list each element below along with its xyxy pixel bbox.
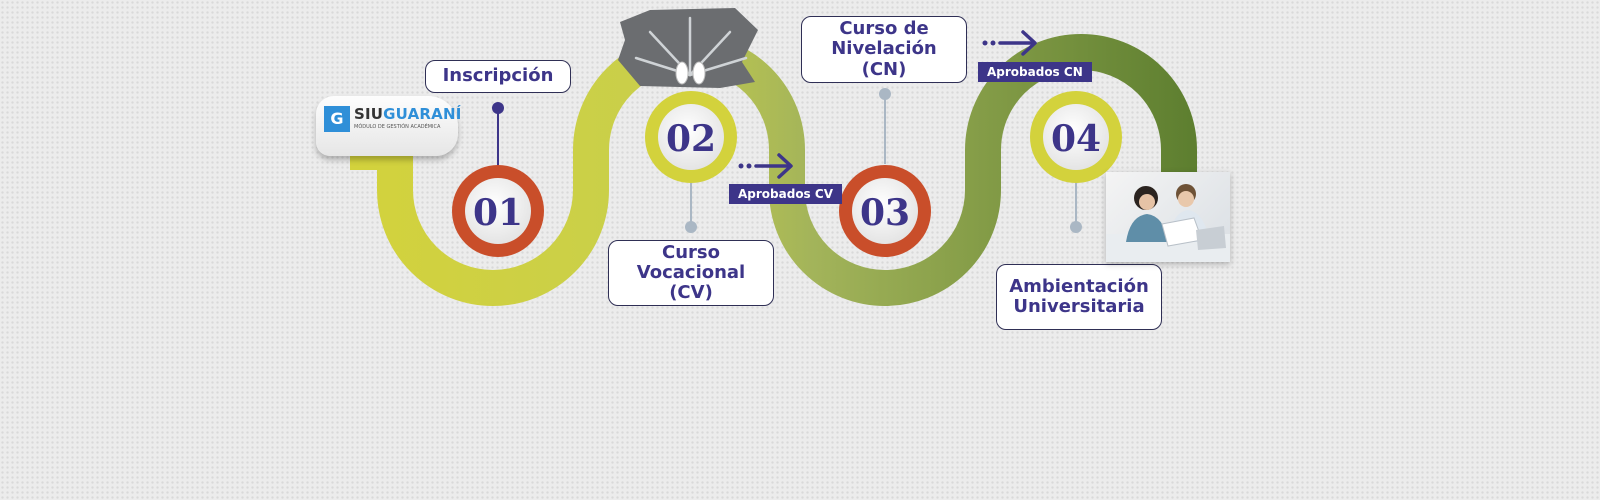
- step-circle-3: [839, 165, 931, 257]
- step-number-1: 01: [473, 192, 523, 234]
- arrow-icon-cv: [738, 153, 793, 179]
- tag-aprobados-cn: Aprobados CN: [978, 62, 1092, 82]
- students-photo: [1106, 172, 1230, 262]
- connector-dot-step-1: [492, 102, 504, 114]
- crossroads-image: [618, 8, 758, 88]
- step-label-2: Curso Vocacional (CV): [608, 240, 774, 306]
- step-number-4: 04: [1051, 118, 1101, 160]
- step-number-2: 02: [666, 118, 716, 160]
- students-illustration: [1106, 184, 1230, 262]
- step-number-3: 03: [860, 192, 910, 234]
- arrow-icon-cn: [982, 30, 1037, 56]
- connector-dot-step-4: [1070, 221, 1082, 233]
- step-label-3: Curso de Nivelación (CN): [801, 16, 967, 83]
- connector-dot-step-2: [685, 221, 697, 233]
- logo-text-siu: SIU: [354, 105, 384, 123]
- siu-guarani-logo: G SIUGUARANÍ MÓDULO DE GESTIÓN ACADÉMICA: [316, 96, 462, 156]
- step-circle-1: [452, 165, 544, 257]
- step-label-1: Inscripción: [425, 60, 571, 93]
- tag-aprobados-cv: Aprobados CV: [729, 184, 842, 204]
- logo-mark-icon: G: [324, 106, 350, 132]
- step-circle-4: [1030, 91, 1122, 183]
- step-label-4: Ambientación Universitaria: [996, 264, 1162, 330]
- step-circle-2: [645, 91, 737, 183]
- logo-text-guarani: GUARANÍ: [383, 105, 462, 123]
- connector-dot-step-3: [879, 88, 891, 100]
- logo-subtitle: MÓDULO DE GESTIÓN ACADÉMICA: [354, 124, 441, 130]
